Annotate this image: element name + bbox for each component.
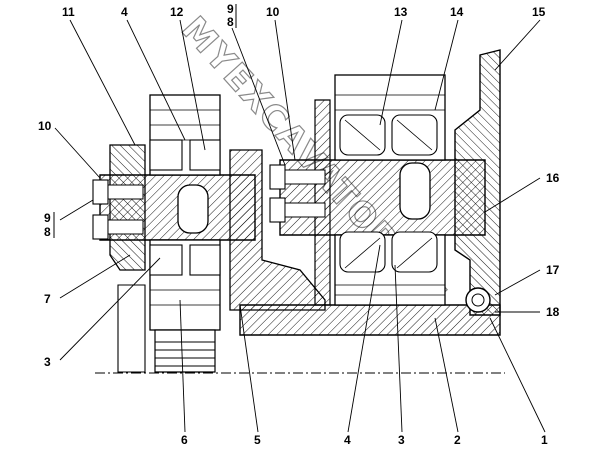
bearings [334, 74, 491, 313]
callout-top-4: 4 [121, 5, 128, 19]
callout-left-7: 7 [44, 292, 51, 306]
callout-top-13: 13 [394, 5, 408, 19]
callout-bottom-3: 3 [398, 433, 405, 447]
callout-left-3: 3 [44, 355, 51, 369]
callout-left-10: 10 [38, 119, 52, 133]
callout-top-11: 11 [62, 5, 75, 19]
callout-top-15: 15 [532, 5, 546, 19]
callout-bottom-5: 5 [254, 433, 261, 447]
callout-left-9: 9 [44, 211, 51, 225]
lower-flange [117, 284, 146, 373]
callout-top-8: 8 [227, 15, 234, 29]
callout-right-18: 18 [546, 305, 560, 319]
callout-bottom-6: 6 [181, 433, 188, 447]
callout-left-8: 8 [44, 225, 51, 239]
shaft-slot [177, 184, 209, 234]
callout-top-10: 10 [266, 5, 280, 19]
callout-top-12: 12 [170, 5, 184, 19]
callout-right-17: 17 [546, 263, 560, 277]
bolts-left [92, 179, 144, 240]
callout-labels: 11 4 12 9 8 10 13 14 15 10 9 8 7 3 16 17… [38, 2, 560, 447]
callout-bottom-2: 2 [454, 433, 461, 447]
callout-top-14: 14 [450, 5, 464, 19]
callout-right-16: 16 [546, 171, 560, 185]
leader-lines [54, 19, 546, 433]
bolts-right [269, 164, 326, 223]
left-gear [149, 94, 221, 373]
callout-top-9: 9 [227, 2, 234, 16]
callout-bottom-1: 1 [541, 433, 548, 447]
callout-bottom-4: 4 [344, 433, 351, 447]
right-shaft-slot [399, 162, 431, 220]
